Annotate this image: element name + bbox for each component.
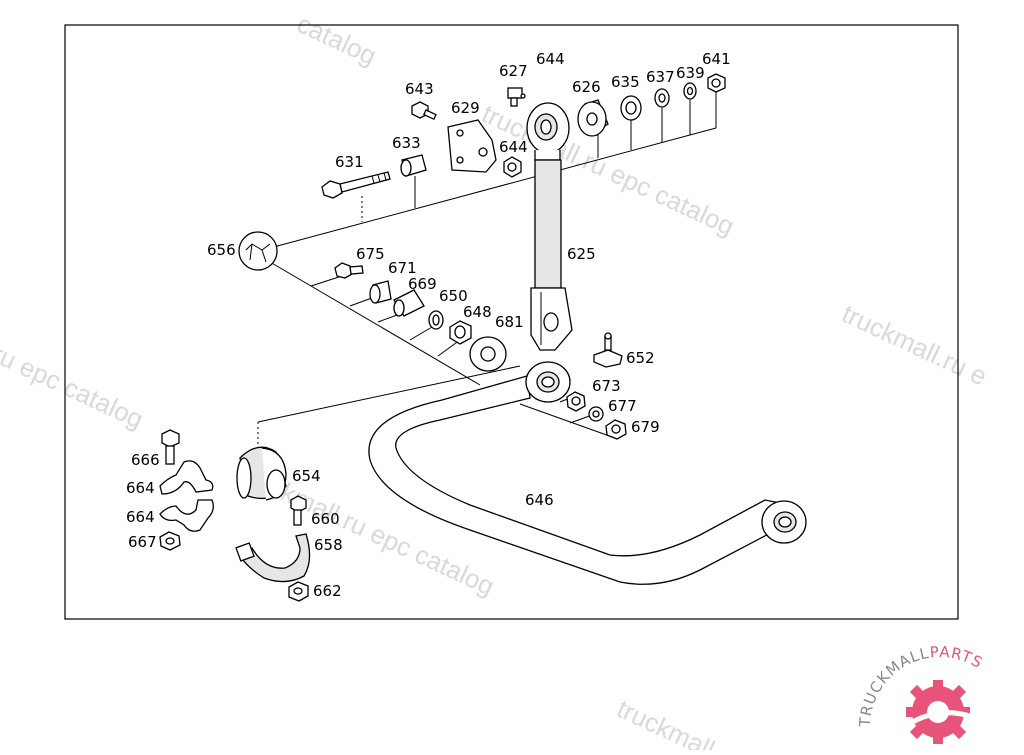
- part-656-tool-symbol: [238, 231, 278, 271]
- part-629-bracket: [447, 119, 497, 173]
- callout-627: 627: [499, 62, 528, 80]
- callout-667: 667: [128, 533, 157, 551]
- callout-654: 654: [292, 467, 321, 485]
- callout-666: 666: [131, 451, 160, 469]
- part-652-grease-nipple: [593, 332, 623, 368]
- gear-icon: [898, 680, 987, 744]
- callout-644: 644: [499, 138, 528, 156]
- part-639-washer: [683, 82, 697, 100]
- callout-664: 664: [126, 479, 155, 497]
- part-626-rubber-bush: [577, 99, 609, 137]
- part-660-bolt: [290, 495, 307, 526]
- part-666-bolt: [161, 429, 180, 465]
- drawing-frame: [64, 24, 959, 620]
- callout-629: 629: [451, 99, 480, 117]
- watermark-text: catalog: [292, 8, 381, 71]
- part-635-bushing: [620, 95, 642, 121]
- part-671-bush: [369, 280, 392, 304]
- callout-675: 675: [356, 245, 385, 263]
- callout-658: 658: [314, 536, 343, 554]
- callout-673: 673: [592, 377, 621, 395]
- part-641-nut: [707, 73, 726, 93]
- part-664-clamp-lower: [159, 499, 214, 532]
- part-637-ring: [654, 88, 670, 108]
- callout-639: 639: [676, 64, 705, 82]
- callout-650: 650: [439, 287, 468, 305]
- watermark-text: ru epc catalog: [0, 338, 148, 434]
- callout-637: 637: [646, 68, 675, 86]
- part-662-nut: [288, 581, 309, 602]
- part-654-bushing: [236, 446, 287, 501]
- part-633-spacer: [400, 154, 427, 177]
- callout-656: 656: [207, 241, 236, 259]
- callout-677: 677: [608, 397, 637, 415]
- watermark: catalog truckmall.ru epc catalog truckma…: [0, 8, 992, 755]
- callout-669: 669: [408, 275, 437, 293]
- part-677-washer: [588, 406, 604, 422]
- part-643-bolt: [411, 101, 437, 121]
- part-631-bolt: [321, 171, 391, 199]
- part-679-nut: [605, 419, 627, 440]
- callout-664: 664: [126, 508, 155, 526]
- part-627-grease-nipple: [507, 87, 526, 107]
- callout-626: 626: [572, 78, 601, 96]
- callout-labels: 641 639 637 635 626 644 627 643 629 644 …: [126, 50, 731, 600]
- part-667-nut: [159, 531, 181, 551]
- callout-635: 635: [611, 73, 640, 91]
- part-650-ring: [428, 310, 444, 330]
- callout-652: 652: [626, 349, 655, 367]
- callout-631: 631: [335, 153, 364, 171]
- callout-648: 648: [463, 303, 492, 321]
- part-681-washer: [469, 336, 507, 372]
- callout-681: 681: [495, 313, 524, 331]
- part-664-clamp-upper: [159, 460, 214, 495]
- callout-644: 644: [536, 50, 565, 68]
- callout-660: 660: [311, 510, 340, 528]
- callout-671: 671: [388, 259, 417, 277]
- part-669-sleeve: [393, 289, 425, 317]
- part-658-clamp: [235, 533, 311, 583]
- part-648-nut: [449, 320, 472, 345]
- truckmall-parts-logo: TRUCKMALLPARTS: [856, 643, 987, 744]
- part-675-bolt: [334, 262, 364, 279]
- callout-643: 643: [405, 80, 434, 98]
- part-673-nut: [566, 391, 586, 412]
- logo-text-accent: PARTS: [929, 643, 986, 672]
- part-644-nut: [503, 156, 522, 178]
- part-625-strut: [526, 102, 573, 351]
- watermark-text: truckmall.ru: [612, 693, 746, 750]
- callout-641: 641: [702, 50, 731, 68]
- watermark-text: truckmall.ru e: [837, 298, 991, 391]
- callout-679: 679: [631, 418, 660, 436]
- callout-646: 646: [525, 491, 554, 509]
- callout-662: 662: [313, 582, 342, 600]
- callout-633: 633: [392, 134, 421, 152]
- callout-625: 625: [567, 245, 596, 263]
- part-646-anti-roll-bar: [368, 361, 807, 585]
